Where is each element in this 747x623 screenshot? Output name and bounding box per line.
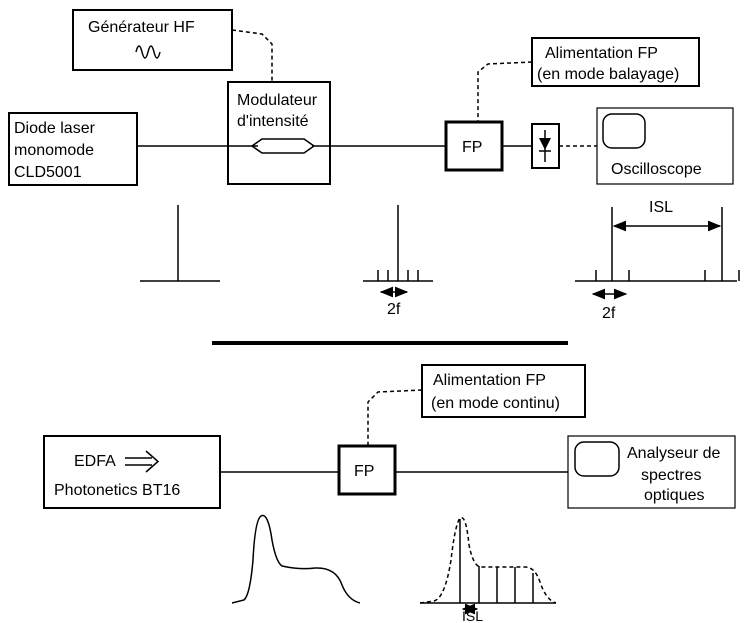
laser-label-line2: monomode [14,142,94,159]
photodiode-box [531,123,560,169]
supply-to-fp-dashed [477,61,533,122]
laser-label-line1: Diode laser [14,120,96,137]
fp-supply-sweep-line2: (en mode balayage) [537,66,679,83]
fp-supply-sweep-box: Alimentation FP (en mode balayage) [531,37,700,87]
modulator-label-line2: d'intensité [237,113,309,130]
photodiode-icon [539,130,551,162]
top-setup: Générateur HF Diode laser monomode CLD50… [8,9,740,322]
fp-supply-sweep-line1: Alimentation FP [545,45,658,62]
fp-supply-continuous-line1: Alimentation FP [433,372,546,389]
edfa-model-label: Photonetics BT16 [54,482,180,499]
oscilloscope-box: Oscilloscope [596,107,734,185]
bottom-setup: Alimentation FP (en mode continu) EDFA P… [43,364,736,623]
oscilloscope-screen-icon [602,113,646,149]
osa-label-line1: Analyseur de [627,445,720,462]
generator-hf-box: Générateur HF [72,9,233,71]
oscilloscope-label: Oscilloscope [611,161,702,178]
modulator-box: Modulateur d'intensité [227,81,331,185]
fp-box-top: FP [444,120,504,172]
isl-label-top: ISL [649,199,673,216]
edfa-box: EDFA Photonetics BT16 [43,435,221,509]
fp-supply-continuous-line2: (en mode continu) [431,395,560,412]
isl-label-bottom: ISL [462,608,483,623]
laser-diode-box: Diode laser monomode CLD5001 [8,112,138,186]
generator-hf-label: Générateur HF [88,19,195,36]
spectrum-laser [140,205,220,282]
osa-label-line3: optiques [644,487,705,504]
fp-label-bottom: FP [354,463,374,480]
osa-screen-icon [574,441,620,477]
edfa-label: EDFA [74,453,116,470]
fp-supply-continuous-box: Alimentation FP (en mode continu) [421,364,586,418]
supply-to-fp-dashed-bottom [367,389,423,446]
modulator-label-line1: Modulateur [237,92,318,109]
fp-label-top: FP [462,139,482,156]
double-arrow-right-icon [125,450,160,473]
spectrum-filtered: ISL [419,516,557,623]
spectrum-modulated: 2f [363,205,433,318]
spectrum-ase [231,514,361,604]
osa-box: Analyseur de spectres optiques [567,435,736,509]
spectrum-fp-sweep: ISL 2f [575,199,740,322]
osa-label-line2: spectres [641,467,701,484]
spacing-label-right: 2f [602,305,616,322]
generator-to-modulator-dashed [231,29,273,82]
fp-box-bottom: FP [337,444,397,496]
sine-wave-icon [135,45,161,59]
laser-label-line3: CLD5001 [14,164,82,181]
spacing-label-center: 2f [387,301,401,318]
